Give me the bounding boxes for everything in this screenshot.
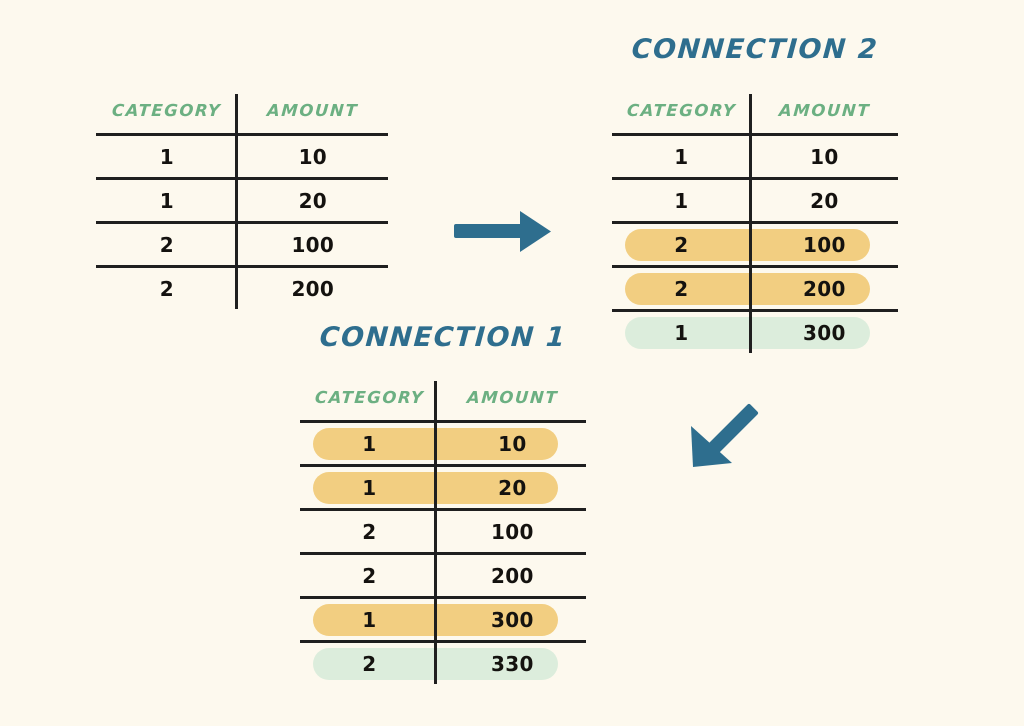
connection1-table-grid: CATEGORY AMOUNT 1 10 1 20 2 100 2 200 xyxy=(300,375,586,684)
column-divider xyxy=(434,381,437,684)
column-divider xyxy=(235,94,238,309)
cell-category: 1 xyxy=(362,607,377,632)
cell-amount: 300 xyxy=(803,320,846,345)
arrow-down-left-icon xyxy=(691,403,759,467)
cell-category: 2 xyxy=(159,276,174,301)
table-row[interactable]: 1 10 xyxy=(612,133,898,177)
row-highlight-green xyxy=(625,316,870,349)
cell-amount: 300 xyxy=(491,607,534,632)
table-row[interactable]: 2 200 xyxy=(96,265,388,309)
cell-amount: 20 xyxy=(298,188,328,213)
connection1-title: CONNECTION 1 xyxy=(318,322,568,353)
table-header-row: CATEGORY AMOUNT xyxy=(300,375,586,420)
cell-amount: 100 xyxy=(803,232,846,257)
table-row[interactable]: 1 20 xyxy=(612,177,898,221)
column-header-category: CATEGORY xyxy=(314,388,425,407)
table-row[interactable]: 2 330 xyxy=(300,640,586,684)
table-row[interactable]: 2 200 xyxy=(300,552,586,596)
table-header-row: CATEGORY AMOUNT xyxy=(96,88,388,133)
table-row[interactable]: 1 20 xyxy=(96,177,388,221)
cell-amount: 200 xyxy=(491,563,534,588)
table-row[interactable]: 1 300 xyxy=(612,309,898,353)
column-header-amount: AMOUNT xyxy=(266,101,360,120)
cell-amount: 100 xyxy=(291,232,335,257)
cell-amount: 200 xyxy=(291,276,335,301)
cell-category: 1 xyxy=(674,188,689,213)
table-row[interactable]: 1 300 xyxy=(300,596,586,640)
cell-category: 1 xyxy=(159,144,174,169)
connection2-table-grid: CATEGORY AMOUNT 1 10 1 20 2 100 2 200 xyxy=(612,88,898,353)
arrow-right-icon xyxy=(454,211,551,252)
source-table: CATEGORY AMOUNT 1 10 1 20 2 100 2 200 xyxy=(96,88,388,309)
cell-category: 2 xyxy=(159,232,174,257)
cell-amount: 330 xyxy=(491,651,534,676)
connection2-table: CONNECTION 2 CATEGORY AMOUNT 1 10 1 20 2… xyxy=(612,34,898,353)
column-header-amount: AMOUNT xyxy=(466,388,559,407)
connection1-table: CONNECTION 1 CATEGORY AMOUNT 1 10 1 20 2… xyxy=(300,322,586,684)
row-highlight-orange xyxy=(625,228,870,261)
cell-amount: 20 xyxy=(498,475,527,500)
cell-category: 2 xyxy=(674,276,689,301)
cell-amount: 10 xyxy=(810,144,839,169)
cell-category: 1 xyxy=(674,320,689,345)
cell-category: 1 xyxy=(159,188,174,213)
row-highlight-orange xyxy=(625,272,870,305)
table-row[interactable]: 2 200 xyxy=(612,265,898,309)
cell-category: 1 xyxy=(362,431,377,456)
table-row[interactable]: 2 100 xyxy=(300,508,586,552)
cell-category: 2 xyxy=(362,651,377,676)
table-row[interactable]: 1 10 xyxy=(300,420,586,464)
cell-amount: 10 xyxy=(498,431,527,456)
cell-category: 1 xyxy=(362,475,377,500)
cell-category: 2 xyxy=(362,519,377,544)
cell-amount: 20 xyxy=(810,188,839,213)
cell-category: 2 xyxy=(362,563,377,588)
column-divider xyxy=(749,94,752,353)
cell-amount: 100 xyxy=(491,519,534,544)
cell-amount: 10 xyxy=(298,144,328,169)
table-row[interactable]: 2 100 xyxy=(612,221,898,265)
connection2-title: CONNECTION 2 xyxy=(630,34,880,65)
cell-amount: 200 xyxy=(803,276,846,301)
table-row[interactable]: 1 20 xyxy=(300,464,586,508)
table-row[interactable]: 1 10 xyxy=(96,133,388,177)
source-table-grid: CATEGORY AMOUNT 1 10 1 20 2 100 2 200 xyxy=(96,88,388,309)
cell-category: 2 xyxy=(674,232,689,257)
column-header-category: CATEGORY xyxy=(626,101,737,120)
column-header-category: CATEGORY xyxy=(111,101,223,120)
column-header-amount: AMOUNT xyxy=(778,101,871,120)
table-row[interactable]: 2 100 xyxy=(96,221,388,265)
table-header-row: CATEGORY AMOUNT xyxy=(612,88,898,133)
cell-category: 1 xyxy=(674,144,689,169)
